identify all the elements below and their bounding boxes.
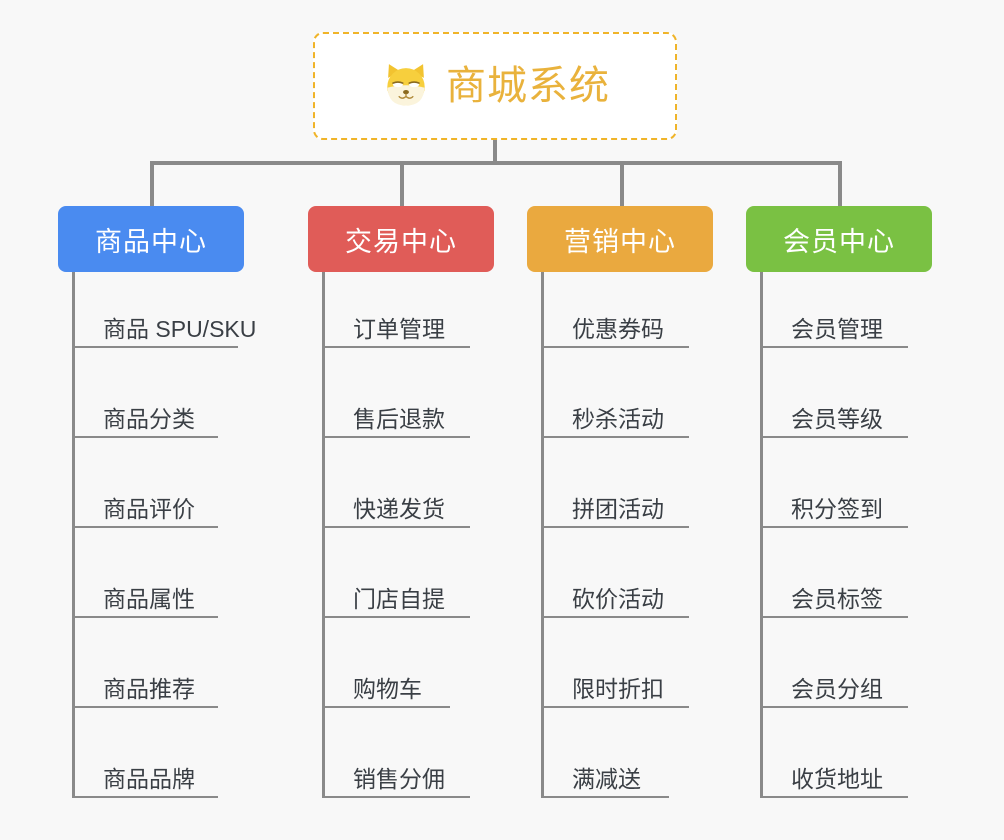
list-item[interactable]: 限时折扣 [544,618,689,708]
leaf-label: 快递发货 [353,495,445,522]
connector-drop-product-center [150,161,154,206]
leaf-label: 销售分佣 [353,765,445,792]
leaf-label: 砍价活动 [572,585,664,612]
list-item[interactable]: 满减送 [544,708,669,798]
leaf-label: 拼团活动 [572,495,664,522]
category-header-trade-center[interactable]: 交易中心 [308,206,494,272]
list-item[interactable]: 会员管理 [763,272,908,348]
leaf-list-trade-center: 订单管理 售后退款 快递发货 门店自提 购物车 销售分佣 [322,272,482,798]
leaf-label: 积分签到 [791,495,883,522]
list-item[interactable]: 订单管理 [325,272,470,348]
leaf-label: 秒杀活动 [572,405,664,432]
connector-drop-member-center [838,161,842,206]
list-item[interactable]: 购物车 [325,618,450,708]
leaf-label: 限时折扣 [572,675,664,702]
leaf-label: 会员标签 [791,585,883,612]
leaf-list-member-center: 会员管理 会员等级 积分签到 会员标签 会员分组 收货地址 [760,272,920,798]
leaf-label: 商品属性 [103,585,195,612]
connector-drop-trade-center [400,161,404,206]
leaf-label: 优惠券码 [572,315,664,342]
category-header-member-center[interactable]: 会员中心 [746,206,932,272]
list-item[interactable]: 商品评价 [75,438,218,528]
leaf-label: 商品分类 [103,405,195,432]
leaf-label: 购物车 [353,675,422,702]
connector-drop-marketing-center [620,161,624,206]
column-trade-center: 交易中心 订单管理 售后退款 快递发货 门店自提 购物车 销售分佣 [308,206,494,798]
leaf-label: 收货地址 [791,765,883,792]
column-product-center: 商品中心 商品 SPU/SKU 商品分类 商品评价 商品属性 商品推荐 商品品牌 [58,206,256,798]
leaf-label: 会员等级 [791,405,883,432]
column-member-center: 会员中心 会员管理 会员等级 积分签到 会员标签 会员分组 收货地址 [746,206,932,798]
leaf-label: 售后退款 [353,405,445,432]
list-item[interactable]: 商品分类 [75,348,218,438]
category-header-product-center[interactable]: 商品中心 [58,206,244,272]
category-label: 商品中心 [95,226,207,257]
root-title-label: 商城系统 [446,64,610,108]
leaf-list-product-center: 商品 SPU/SKU 商品分类 商品评价 商品属性 商品推荐 商品品牌 [72,272,256,798]
column-marketing-center: 营销中心 优惠券码 秒杀活动 拼团活动 砍价活动 限时折扣 满减送 [527,206,713,798]
root-node-mall-system[interactable]: 商城系统 [313,32,677,140]
list-item[interactable]: 售后退款 [325,348,470,438]
category-label: 会员中心 [783,226,895,257]
list-item[interactable]: 会员分组 [763,618,908,708]
list-item[interactable]: 收货地址 [763,708,908,798]
leaf-label: 订单管理 [353,315,445,342]
shiba-dog-face-icon [387,64,425,106]
leaf-label: 会员分组 [791,675,883,702]
list-item[interactable]: 商品属性 [75,528,218,618]
list-item[interactable]: 销售分佣 [325,708,470,798]
leaf-label: 商品评价 [103,495,195,522]
connector-root-stem [493,140,497,165]
category-label: 交易中心 [345,226,457,257]
list-item[interactable]: 拼团活动 [544,438,689,528]
leaf-label: 门店自提 [353,585,445,612]
list-item[interactable]: 优惠券码 [544,272,689,348]
list-item[interactable]: 门店自提 [325,528,470,618]
category-header-marketing-center[interactable]: 营销中心 [527,206,713,272]
list-item[interactable]: 会员标签 [763,528,908,618]
leaf-label: 满减送 [572,765,641,792]
category-label: 营销中心 [564,226,676,257]
list-item[interactable]: 积分签到 [763,438,908,528]
list-item[interactable]: 会员等级 [763,348,908,438]
leaf-label: 商品推荐 [103,675,195,702]
leaf-label: 商品 SPU/SKU [103,315,257,342]
list-item[interactable]: 快递发货 [325,438,470,528]
list-item[interactable]: 商品品牌 [75,708,218,798]
list-item[interactable]: 商品 SPU/SKU [75,272,256,348]
leaf-label: 商品品牌 [103,765,195,792]
leaf-list-marketing-center: 优惠券码 秒杀活动 拼团活动 砍价活动 限时折扣 满减送 [541,272,701,798]
list-item[interactable]: 商品推荐 [75,618,218,708]
connector-horizontal-bus [150,161,842,165]
leaf-label: 会员管理 [791,315,883,342]
list-item[interactable]: 砍价活动 [544,528,689,618]
list-item[interactable]: 秒杀活动 [544,348,689,438]
